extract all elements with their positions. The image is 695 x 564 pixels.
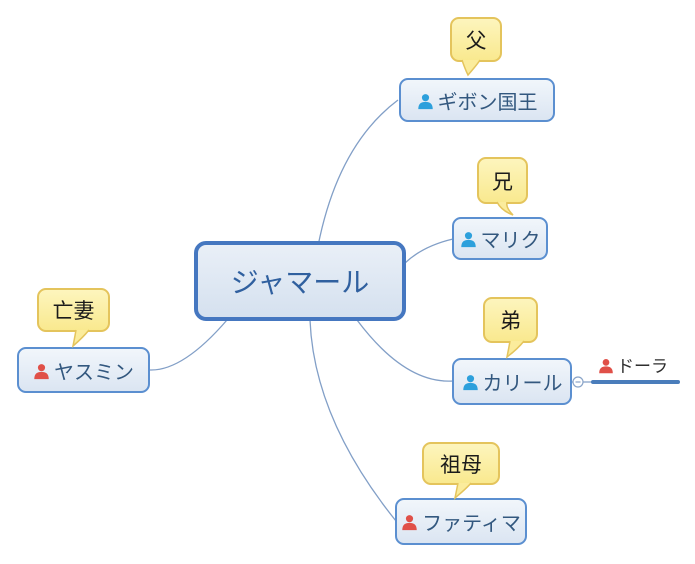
callout-tail — [461, 59, 481, 77]
topic-father[interactable]: ギボン国王 — [399, 78, 555, 122]
connector-father — [317, 99, 399, 247]
callout-older-brother-relation[interactable]: 兄 — [477, 157, 528, 204]
topic-deceased-wife-label: ヤスミン — [54, 361, 134, 384]
topic-older-brother-label: マリク — [480, 230, 541, 252]
person-icon-blue — [417, 93, 433, 109]
callout-older-brother-text: 兄 — [492, 170, 513, 194]
callout-tail — [71, 329, 90, 348]
collapse-toggle[interactable] — [572, 376, 584, 388]
topic-younger-brother[interactable]: カリール — [452, 358, 572, 405]
connector-grandmother — [309, 319, 397, 522]
callout-grandmother-text: 祖母 — [440, 453, 482, 477]
callout-grandmother-relation[interactable]: 祖母 — [422, 442, 500, 485]
callout-tail — [505, 340, 525, 359]
callout-deceased-wife-text: 亡妻 — [52, 300, 95, 323]
person-icon-red — [34, 363, 49, 379]
connector-older-brother — [404, 238, 454, 264]
topic-central[interactable]: ジャマール — [194, 241, 406, 321]
connector-deceased-wife — [149, 319, 228, 371]
person-icon-blue — [462, 375, 478, 391]
topic-dora-label: ドーラ — [617, 357, 668, 376]
callout-younger-brother-text: 弟 — [500, 310, 521, 333]
topic-older-brother[interactable]: マリク — [452, 217, 548, 260]
topic-grandmother-label: ファティマ — [422, 513, 521, 535]
connector-younger-brother — [356, 319, 454, 382]
callout-deceased-wife-relation[interactable]: 亡妻 — [37, 288, 110, 332]
topic-central-label: ジャマール — [230, 267, 370, 298]
callout-father-relation[interactable]: 父 — [450, 17, 502, 62]
topic-younger-brother-label: カリール — [482, 373, 563, 395]
callout-tail — [453, 482, 472, 500]
topic-grandmother[interactable]: ファティマ — [395, 498, 527, 545]
person-icon-red — [599, 358, 613, 373]
topic-deceased-wife[interactable]: ヤスミン — [17, 347, 150, 393]
topic-father-label: ギボン国王 — [437, 91, 538, 114]
callout-father-text: 父 — [465, 29, 487, 53]
person-icon-red — [402, 515, 417, 531]
topic-dora[interactable]: ドーラ — [598, 352, 668, 377]
callout-younger-brother-relation[interactable]: 弟 — [483, 297, 538, 343]
person-icon-blue — [460, 232, 476, 248]
